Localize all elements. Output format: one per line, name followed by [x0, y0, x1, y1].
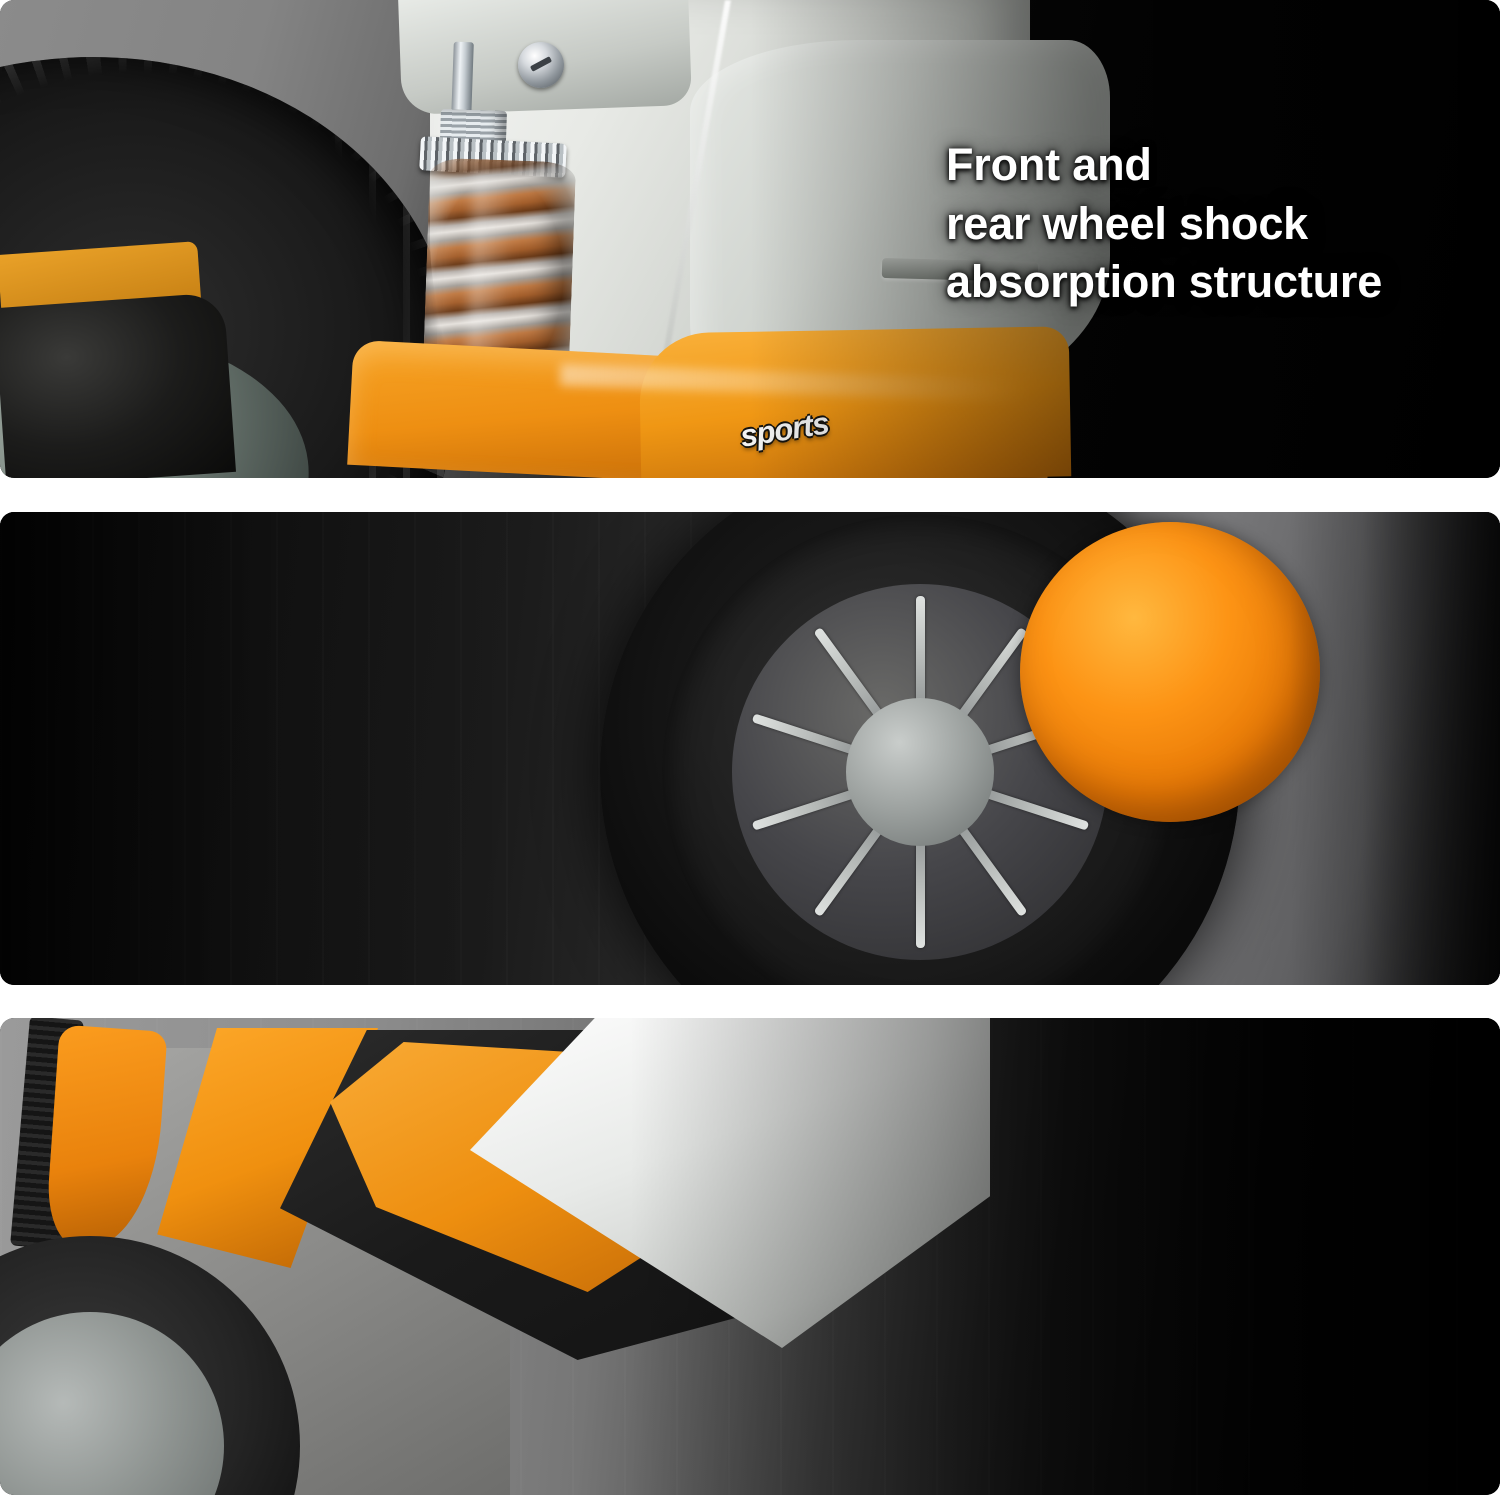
orange-hub-cap	[1020, 522, 1320, 822]
orange-swingarm-upper	[638, 326, 1072, 478]
panel-1-caption: Front and rear wheel shock absorption st…	[946, 136, 1382, 312]
chrome-bolt-icon	[518, 42, 564, 88]
speed-buttons-photo: HIGH SPEED LOW SPEED	[0, 1018, 1500, 1495]
caption-line: rear wheel shock	[946, 197, 1308, 249]
main-wheel-hub	[846, 698, 994, 846]
drive-assembly-shadow	[0, 292, 236, 478]
feature-panel-shock-absorption: sports Front and rear wheel shock absorp…	[0, 0, 1500, 478]
caption-line: absorption structure	[946, 256, 1383, 307]
auxiliary-wheel-photo	[0, 512, 1500, 985]
feature-panel-auxiliary-wheel: Detachable auxiliary wheel	[0, 512, 1500, 985]
feature-panel-speed-buttons: HIGH SPEED LOW SPEED S FORCE RACING Moto…	[0, 1018, 1500, 1495]
caption-line: Front and	[946, 139, 1152, 190]
